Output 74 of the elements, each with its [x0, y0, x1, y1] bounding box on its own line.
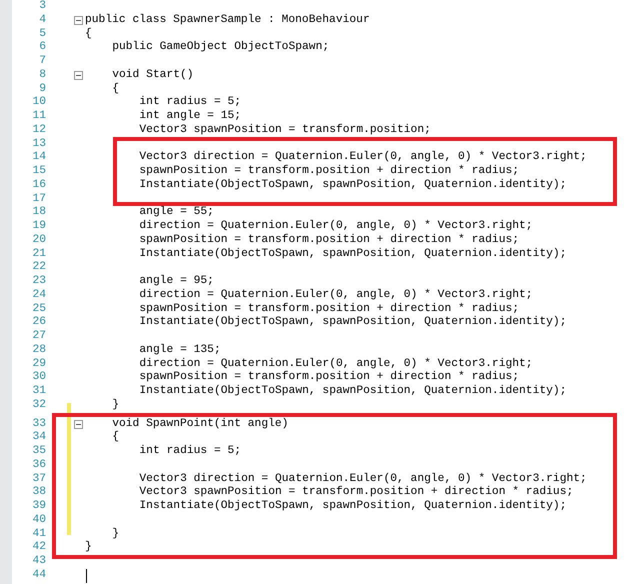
line-number: 14	[31, 151, 46, 165]
code-line: public GameObject ObjectToSpawn;	[112, 41, 330, 55]
code-line: void Start()	[112, 68, 194, 82]
line-number: 24	[31, 288, 46, 302]
code-line: }	[112, 398, 119, 412]
line-number: 32	[31, 398, 46, 412]
code-line: Vector3 direction = Quaternion.Euler(0, angle, 0) * Vector3.right;	[139, 472, 587, 486]
line-number: 27	[31, 330, 46, 344]
code-line: Instantiate(ObjectToSpawn, spawnPosition, Quaternion.identity);	[139, 385, 566, 399]
line-number: 41	[31, 528, 46, 542]
line-number: 16	[31, 178, 46, 192]
line-number: 22	[31, 261, 46, 275]
code-line: spawnPosition = transform.position + direction * radius;	[139, 234, 520, 248]
code-line: }	[112, 528, 119, 542]
line-number: 36	[31, 458, 46, 472]
code-line: angle = 95;	[139, 275, 214, 288]
code-line: spawnPosition = transform.position + direction * radius;	[139, 302, 520, 316]
code-line: void SpawnPoint(int angle)	[112, 418, 288, 430]
code-line: int angle = 15;	[139, 110, 242, 124]
code-line: {	[112, 82, 119, 96]
code-line: Instantiate(ObjectToSpawn, spawnPosition, Quaternion.identity);	[139, 178, 566, 192]
line-number: 35	[31, 445, 46, 459]
code-line: }	[85, 541, 92, 555]
code-line: public class SpawnerSample : MonoBehaviour	[85, 14, 370, 28]
line-number: 20	[31, 234, 46, 248]
line-number: 29	[31, 358, 46, 372]
line-number: 9	[38, 82, 46, 96]
line-number: 15	[31, 165, 46, 179]
line-number: 6	[38, 41, 46, 55]
line-number: 10	[31, 96, 46, 110]
code-line: spawnPosition = transform.position + direction * radius;	[139, 371, 520, 384]
code-line: angle = 135;	[139, 344, 221, 358]
line-number: 26	[31, 316, 46, 330]
line-number: 21	[31, 248, 46, 262]
code-line: int radius = 5;	[139, 96, 242, 110]
line-number: 11	[31, 110, 46, 124]
line-number: 40	[31, 514, 46, 528]
line-number: 8	[38, 68, 46, 82]
line-number: 7	[38, 55, 46, 69]
line-number: 37	[31, 472, 46, 486]
code-line: Vector3 spawnPosition = transform.position;	[139, 124, 431, 138]
line-number: 28	[31, 344, 46, 358]
code-line: Vector3 spawnPosition = transform.position + direction * radius;	[139, 486, 574, 500]
code-line: Instantiate(ObjectToSpawn, spawnPosition, Quaternion.identity);	[139, 316, 566, 330]
code-line: direction = Quaternion.Euler(0, angle, 0) * Vector3.right;	[139, 358, 533, 370]
code-line: spawnPosition = transform.position + direction * radius;	[139, 165, 520, 178]
code-line: direction = Quaternion.Euler(0, angle, 0) * Vector3.right;	[139, 220, 533, 234]
line-number: 18	[31, 206, 46, 220]
code-line: {	[85, 28, 92, 42]
line-number: 13	[31, 138, 46, 152]
line-number: 4	[38, 14, 46, 28]
code-line: angle = 55;	[139, 206, 214, 220]
code-line: Instantiate(ObjectToSpawn, spawnPosition, Quaternion.identity);	[139, 500, 566, 514]
code-line: {	[112, 431, 119, 445]
line-number: 44	[31, 568, 46, 582]
line-number: 5	[38, 28, 46, 42]
line-number: 25	[31, 302, 46, 316]
line-number: 17	[31, 192, 46, 206]
code-line: Instantiate(ObjectToSpawn, spawnPosition, Quaternion.identity);	[139, 248, 566, 262]
line-number: 12	[31, 124, 46, 138]
line-number: 42	[31, 541, 46, 555]
line-number: 43	[31, 555, 46, 569]
line-number: 33	[31, 418, 46, 432]
line-number: 31	[31, 385, 46, 399]
code-line: direction = Quaternion.Euler(0, angle, 0) * Vector3.right;	[139, 288, 533, 302]
line-number: 39	[31, 500, 46, 514]
code-line: Vector3 direction = Quaternion.Euler(0, angle, 0) * Vector3.right;	[139, 151, 587, 164]
line-number: 34	[31, 431, 46, 445]
line-number: 23	[31, 275, 46, 289]
line-number: 38	[31, 486, 46, 500]
line-number: 19	[31, 220, 46, 234]
code-line: int radius = 5;	[139, 445, 242, 459]
line-number: 30	[31, 371, 46, 385]
line-number: 3	[38, 0, 46, 14]
